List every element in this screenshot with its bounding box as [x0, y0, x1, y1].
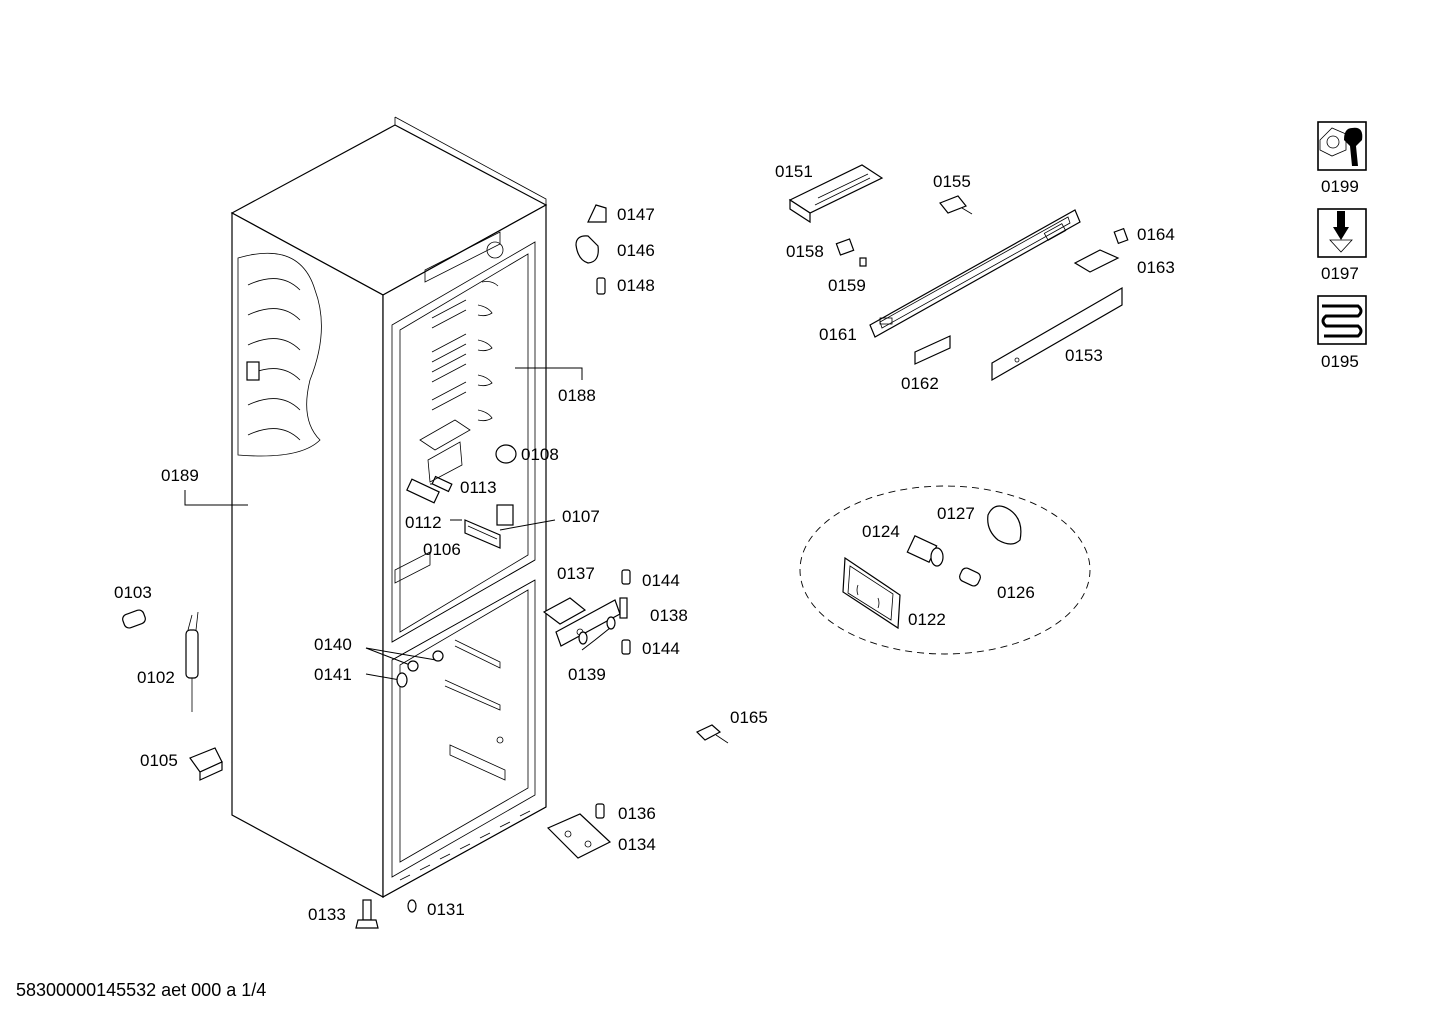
screwdriver-screw-icon: [1317, 208, 1367, 258]
part-0138-hinge-plate: [555, 597, 628, 647]
label-0102: 0102: [137, 668, 175, 687]
label-0159: 0159: [828, 276, 866, 295]
label-0103: 0103: [114, 583, 152, 602]
part-0127-cover: [987, 505, 1022, 545]
label-0105: 0105: [140, 751, 178, 770]
part-0151-module: [788, 164, 884, 224]
wrench-nut-icon: [1317, 121, 1367, 171]
part-0153-strip: [991, 286, 1123, 382]
document-code: 58300000145532 aet 000 a 1/4: [16, 980, 267, 1000]
part-0106-lamp-housing: [464, 519, 501, 549]
part-0146-bracket: [575, 235, 599, 264]
label-0164: 0164: [1137, 225, 1175, 244]
part-0137-bracket: [542, 597, 587, 625]
part-0159-pin: [859, 257, 867, 267]
label-0131: 0131: [427, 900, 465, 919]
part-0155-switch: [939, 195, 973, 215]
part-0133-foot: [355, 899, 379, 929]
label-0147: 0147: [617, 205, 655, 224]
part-0164-label: [1113, 227, 1129, 245]
part-0105-clip: [189, 747, 223, 781]
label-0113: 0113: [460, 478, 497, 497]
part-0131-ring: [407, 899, 417, 913]
label-0165: 0165: [730, 708, 768, 727]
part-0147-hinge-pin: [587, 204, 607, 223]
label-0136: 0136: [618, 804, 656, 823]
label-0197: 0197: [1321, 264, 1359, 283]
label-0141: 0141: [314, 665, 352, 684]
part-0144-screw-a: [621, 569, 631, 585]
part-0161-rail: [869, 209, 1081, 338]
label-0108: 0108: [521, 445, 559, 464]
fridge-cabinet: [230, 116, 548, 899]
label-0133: 0133: [308, 905, 346, 924]
part-0139-washers: [578, 616, 616, 645]
label-0134: 0134: [618, 835, 656, 854]
label-0199: 0199: [1321, 177, 1359, 196]
part-0103-cap: [122, 609, 146, 629]
label-0148: 0148: [617, 276, 655, 295]
label-0162: 0162: [901, 374, 939, 393]
part-0124-socket: [906, 534, 944, 567]
label-0189: 0189: [161, 466, 199, 485]
label-0122: 0122: [908, 610, 946, 629]
label-0195: 0195: [1321, 352, 1359, 371]
part-0165-switch: [695, 724, 729, 744]
part-0122-lamp-cover: [842, 556, 901, 630]
label-0139: 0139: [568, 665, 606, 684]
part-0108-plug: [495, 444, 517, 464]
part-0134-hinge: [546, 813, 612, 859]
label-0144-bottom: 0144: [642, 639, 680, 658]
light-assembly-group: [799, 485, 1091, 655]
label-0107: 0107: [562, 507, 600, 526]
leader-lines: [184, 367, 611, 681]
label-0163: 0163: [1137, 258, 1175, 277]
part-0107-control: [496, 504, 514, 526]
label-0153: 0153: [1065, 346, 1103, 365]
part-0158-connector: [835, 238, 855, 256]
part-0102-sensor: [185, 611, 199, 712]
heating-coil-icon: [1317, 295, 1367, 345]
label-0124: 0124: [862, 522, 900, 541]
part-0148-screw: [596, 277, 606, 295]
part-0162-label: [914, 335, 951, 365]
label-0127: 0127: [937, 504, 975, 523]
part-0144-screw-b: [621, 639, 631, 655]
label-0140: 0140: [314, 635, 352, 654]
part-labels: 0103 0102 0105 0189 0188 0108 0113 0112 …: [114, 162, 1359, 924]
part-0163-bracket: [1073, 249, 1120, 273]
part-0188-liner-lines: [419, 419, 471, 483]
label-0106: 0106: [423, 540, 461, 559]
label-0146: 0146: [617, 241, 655, 260]
label-0188: 0188: [558, 386, 596, 405]
label-0144-top: 0144: [642, 571, 680, 590]
part-0112-light-cover: [406, 478, 440, 504]
part-0140-screw: [407, 650, 444, 672]
part-0136-screw: [595, 803, 605, 819]
part-0126-bulb: [959, 567, 981, 587]
label-0161: 0161: [819, 325, 857, 344]
label-0112: 0112: [405, 513, 442, 532]
label-0151: 0151: [775, 162, 813, 181]
label-0137: 0137: [557, 564, 595, 583]
label-0155: 0155: [933, 172, 971, 191]
label-0138: 0138: [650, 606, 688, 625]
label-0126: 0126: [997, 583, 1035, 602]
label-0158: 0158: [786, 242, 824, 261]
part-0141-cover: [396, 672, 408, 688]
